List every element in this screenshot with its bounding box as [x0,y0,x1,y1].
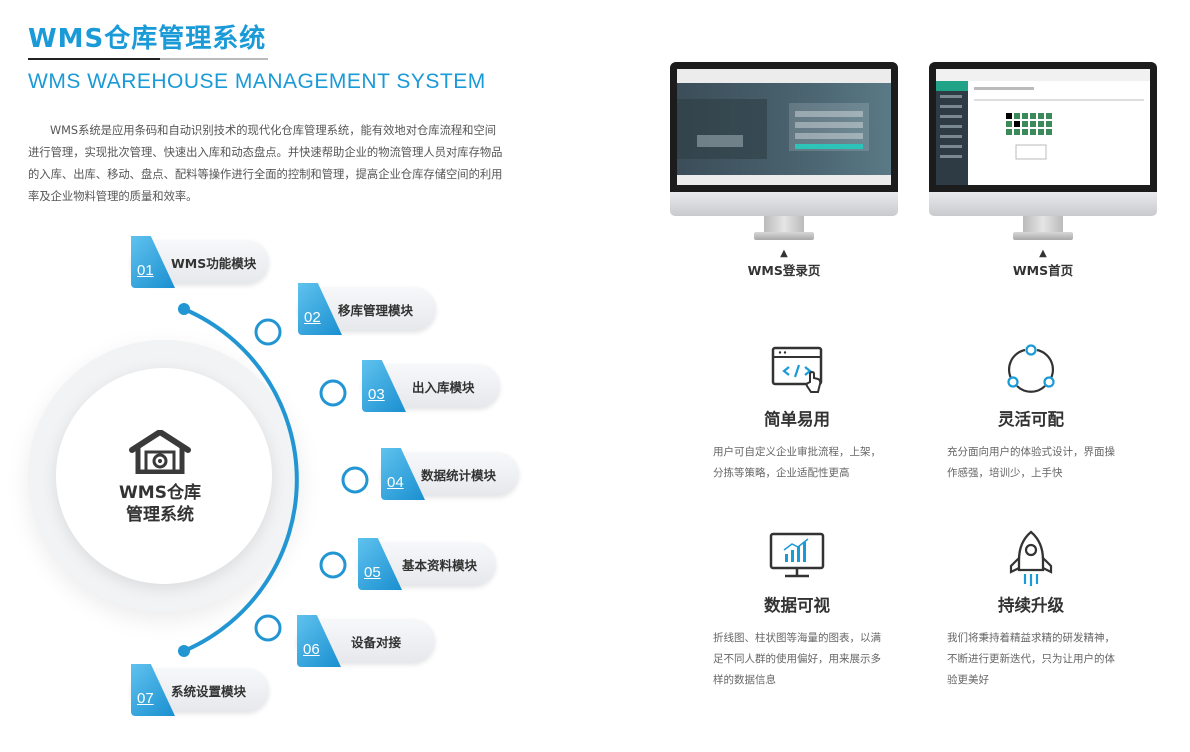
feature-title: 数据可视 [764,596,830,615]
home-screen-image [936,69,1150,185]
module-label: WMS功能模块 [171,256,257,271]
monitor-foot [754,232,814,240]
arc-end-dot [178,303,190,315]
arc-node [319,551,347,579]
caption-arrow: ▲ [1039,248,1047,259]
page-subtitle: WMS WAREHOUSE MANAGEMENT SYSTEM [28,70,486,93]
cycle-icon [1007,344,1055,393]
login-caption: WMS登录页 [747,263,821,278]
page-title: WMS仓库管理系统 [28,24,267,54]
feature-flexible: 灵活可配 充分面向用户的体验式设计，界面操作感强，培训少，上手快 [941,344,1121,494]
feature-title: 持续升级 [998,596,1064,615]
module-item[interactable]: 01 WMS功能模块 [131,236,269,288]
feature-easy: 简单易用 用户可自定义企业审批流程，上架，分拣等策略，企业适配性更高 [707,344,887,494]
feature-title: 简单易用 [764,410,830,429]
monitor-foot [1013,232,1073,240]
module-item[interactable]: 06 设备对接 [297,615,435,667]
module-item[interactable]: 05 基本资料模块 [358,538,496,590]
monitor-chart-icon [769,532,825,578]
module-number: 04 [387,474,404,491]
caption-arrow: ▲ [780,248,788,259]
home-monitor: ▲ WMS首页 [929,62,1157,288]
monitor-neck [764,216,804,234]
feature-desc: 我们将秉持着精益求精的研发精神，不断进行更新迭代，只为让用户的体验更美好 [947,632,1115,686]
center-label-line2: 管理系统 [126,505,194,525]
module-label: 基本资料模块 [402,558,478,573]
monitor-neck [1023,216,1063,234]
module-number: 01 [137,262,154,279]
center-label-line1: WMS仓库 [119,483,201,503]
module-number: 03 [368,386,385,403]
module-label: 系统设置模块 [171,684,247,699]
code-click-icon [771,346,823,393]
module-number: 07 [137,690,154,707]
login-monitor: ▲ WMS登录页 [670,62,898,288]
module-item[interactable]: 02 移库管理模块 [298,283,436,335]
module-item[interactable]: 07 系统设置模块 [131,664,269,716]
login-screen-image [677,69,891,185]
feature-visual: 数据可视 折线图、柱状图等海量的图表，以满足不同人群的使用偏好，用来展示多样的数… [707,530,887,700]
warehouse-icon [129,430,191,474]
module-label: 数据统计模块 [421,468,497,483]
feature-desc: 折线图、柱状图等海量的图表，以满足不同人群的使用偏好，用来展示多样的数据信息 [713,632,881,686]
arc-node [254,318,282,346]
feature-desc: 用户可自定义企业审批流程，上架，分拣等策略，企业适配性更高 [713,446,881,479]
module-number: 06 [303,641,320,658]
inner-circle [56,368,272,584]
arc-node [341,466,369,494]
module-arc [178,303,369,657]
module-number: 02 [304,309,321,326]
module-number: 05 [364,564,381,581]
rocket-icon [1009,530,1053,586]
center-label: WMS仓库 管理系统 [92,482,228,526]
feature-upgrade: 持续升级 我们将秉持着精益求精的研发精神，不断进行更新迭代，只为让用户的体验更美… [941,530,1121,700]
module-label: 出入库模块 [412,380,475,395]
module-item[interactable]: 03 出入库模块 [362,360,500,412]
module-item[interactable]: 04 数据统计模块 [381,448,519,500]
monitor-chin [670,192,898,216]
arc-node [319,379,347,407]
module-label: 设备对接 [351,635,402,650]
module-label: 移库管理模块 [338,303,414,318]
intro-paragraph: WMS系统是应用条码和自动识别技术的现代化仓库管理系统，能有效地对仓库流程和空间… [28,124,503,203]
feature-desc: 充分面向用户的体验式设计，界面操作感强，培训少，上手快 [947,446,1115,479]
arc-end-dot [178,645,190,657]
arc-node [254,614,282,642]
monitor-chin [929,192,1157,216]
feature-title: 灵活可配 [998,410,1064,429]
title-underline [28,58,268,60]
home-caption: WMS首页 [1012,263,1074,278]
